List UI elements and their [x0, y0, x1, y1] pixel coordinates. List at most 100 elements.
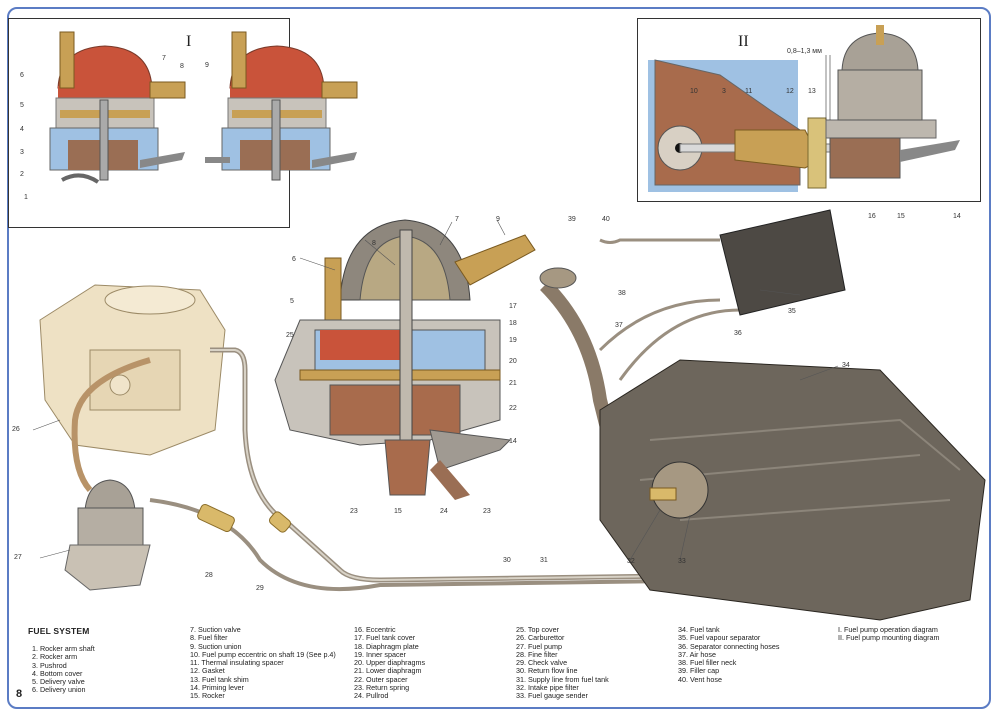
callout-8: 8	[180, 63, 184, 70]
main-callout-32: 32	[627, 558, 635, 565]
fuel-pump-cutaway	[274, 219, 536, 500]
main-callout-40: 40	[602, 216, 610, 223]
legend-item: 20. Upper diaphragms	[354, 658, 426, 668]
main-callout-29: 29	[256, 585, 264, 592]
main-callout-28: 28	[205, 572, 213, 579]
main-callout-6: 6	[292, 256, 296, 263]
main-callout-18: 18	[509, 320, 517, 327]
legend-item: 5. Delivery valve	[32, 677, 85, 687]
main-callout-19: 19	[509, 337, 517, 344]
main-callout-26: 26	[12, 426, 20, 433]
legend-item: 17. Fuel tank cover	[354, 633, 416, 643]
main-callout-27: 27	[14, 554, 22, 561]
main-callout-23a: 23	[350, 508, 358, 515]
legend-item: 30. Return flow line	[516, 666, 578, 676]
legend-item: 21. Lower diaphragm	[354, 666, 422, 676]
legend-item: 28. Fine filter	[516, 649, 558, 659]
main-callout-17: 17	[509, 303, 517, 310]
callout-16: 16	[868, 213, 876, 220]
legend-item: 15. Rocker	[190, 691, 225, 701]
legend-item: 6. Delivery union	[32, 685, 86, 695]
legend-item: 36. Separator connecting hoses	[678, 641, 780, 651]
legend-item: 19. Inner spacer	[354, 649, 406, 659]
legend-column-1: 1. Rocker arm shaft 2. Rocker arm 3. Pus…	[32, 644, 95, 695]
pump-section-view-right	[205, 31, 358, 181]
legend-item: 2. Rocker arm	[32, 652, 78, 662]
fine-filter	[197, 503, 235, 533]
callout-3b: 3	[722, 88, 726, 95]
legend-item: 14. Priming lever	[190, 683, 244, 693]
legend-item: I. Fuel pump operation diagram	[838, 625, 938, 634]
legend-item: 39. Filler cap	[678, 666, 720, 676]
main-callout-9: 9	[496, 216, 500, 223]
legend-item: 25. Top cover	[516, 625, 560, 634]
intake-pipe-filter	[649, 487, 677, 501]
legend-item: 35. Fuel vapour separator	[678, 633, 761, 643]
legend-item: 32. Intake pipe filter	[516, 683, 579, 693]
pump-section-view-left	[49, 31, 186, 184]
main-callout-25: 25	[286, 332, 294, 339]
legend-item: 27. Fuel pump	[516, 641, 562, 651]
filler-cap	[539, 267, 577, 289]
callout-7: 7	[162, 55, 166, 62]
legend-item: 37. Air hose	[678, 649, 716, 659]
legend-item: 12. Gasket	[190, 666, 225, 676]
callout-1: 1	[24, 194, 28, 201]
legend-item: II. Fuel pump mounting diagram	[838, 633, 940, 643]
callout-14: 14	[953, 213, 961, 220]
legend-item: 40. Vent hose	[678, 674, 722, 684]
legend-item: 11. Thermal insulating spacer	[190, 658, 284, 668]
main-callout-30: 30	[503, 557, 511, 564]
legend-item: 3. Pushrod	[32, 660, 67, 670]
legend-item: 16. Eccentric	[354, 625, 396, 634]
callout-9: 9	[205, 62, 209, 69]
legend-item: 18. Diaphragm plate	[354, 641, 419, 651]
main-callout-24: 24	[440, 508, 448, 515]
legend-item: 1. Rocker arm shaft	[32, 644, 95, 653]
legend-item: 7. Suction valve	[190, 625, 241, 634]
main-callout-36: 36	[734, 330, 742, 337]
legend-item: 38. Fuel filler neck	[678, 658, 737, 668]
legend-item: 9. Suction union	[190, 641, 242, 651]
callout-5: 5	[20, 102, 24, 109]
legend-item: 26. Carburettor	[516, 633, 565, 643]
legend-item: 29. Check valve	[516, 658, 568, 668]
gap-dimension-label: 0,8–1,3 мм	[787, 48, 822, 55]
main-callout-5: 5	[290, 298, 294, 305]
page-number: 8	[16, 688, 23, 700]
callout-12: 12	[786, 88, 794, 95]
main-callout-7: 7	[455, 216, 459, 223]
legend-item: 22. Outer spacer	[354, 674, 408, 684]
separator-hose	[598, 298, 721, 352]
legend-column-4: 25. Top cover 26. Carburettor 27. Fuel p…	[516, 625, 609, 701]
callout-6: 6	[20, 72, 24, 79]
callout-15: 15	[897, 213, 905, 220]
fuel-vapour-separator	[719, 209, 846, 316]
callout-4: 4	[20, 126, 24, 133]
legend-column-2: 7. Suction valve 8. Fuel filter 9. Sucti…	[190, 625, 336, 701]
legend-item: 23. Return spring	[354, 683, 410, 693]
main-callout-34: 34	[842, 362, 850, 369]
main-callout-35: 35	[788, 308, 796, 315]
fuel-pump-small	[64, 479, 151, 591]
legend-item: 13. Fuel tank shim	[190, 674, 249, 684]
legend-column-5: 34. Fuel tank 35. Fuel vapour separator …	[678, 625, 780, 684]
main-callout-37: 37	[615, 322, 623, 329]
inset-ii-label: II	[738, 33, 749, 50]
main-callout-14: 14	[509, 438, 517, 445]
callout-10: 10	[690, 88, 698, 95]
legend-item: 34. Fuel tank	[678, 625, 720, 634]
carburettor	[39, 284, 226, 456]
legend-item: 4. Bottom cover	[32, 668, 83, 678]
legend-column-6: I. Fuel pump operation diagram II. Fuel …	[838, 625, 940, 643]
legend-item: 24. Pullrod	[354, 691, 389, 701]
main-callout-22: 22	[509, 405, 517, 412]
main-callout-21: 21	[509, 380, 517, 387]
legend-column-3: 16. Eccentric 17. Fuel tank cover 18. Di…	[354, 625, 426, 701]
callout-13: 13	[808, 88, 816, 95]
filler-neck	[540, 280, 617, 442]
legend-item: 31. Supply line from fuel tank	[516, 674, 609, 684]
main-callout-20: 20	[509, 358, 517, 365]
main-callout-33: 33	[678, 558, 686, 565]
